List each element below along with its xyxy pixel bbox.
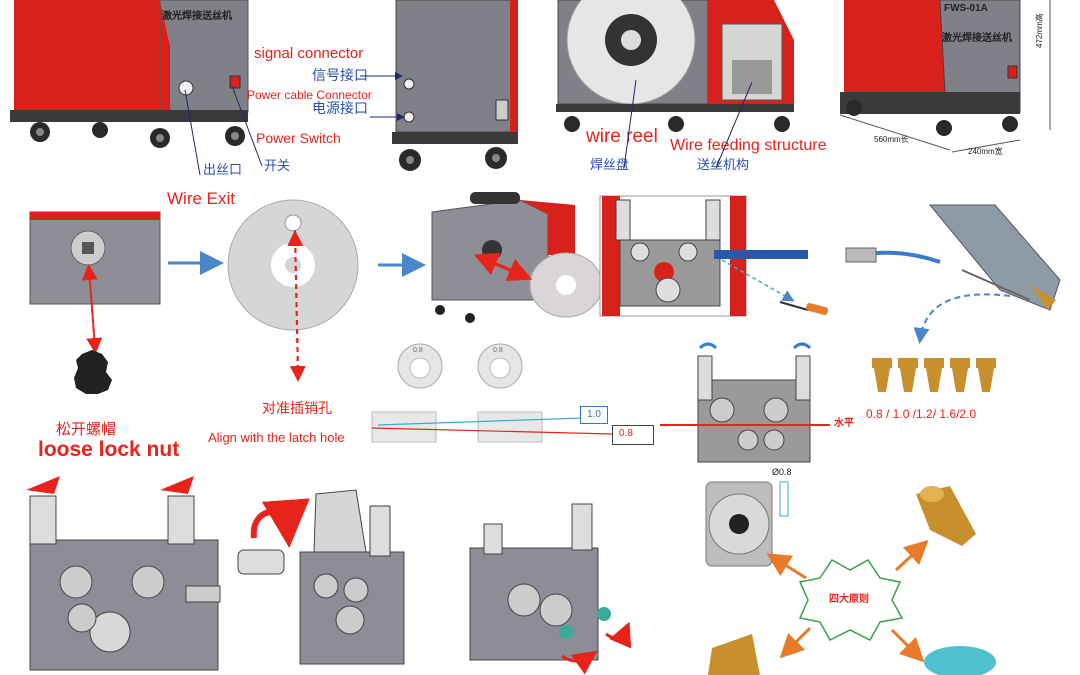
four-principles-star <box>798 559 904 641</box>
roller-left <box>397 343 443 389</box>
label-power-connector-cn: 电源接口 <box>312 100 368 116</box>
reel-shaft-closeup <box>29 211 161 305</box>
roller-mark-right: 0.8 <box>493 347 503 354</box>
machine-reel-mount <box>431 192 603 323</box>
machine-plate-left: 激光焊接送丝机 <box>162 11 232 22</box>
machine-plate-right-cn: 激光焊接送丝机 <box>942 33 1012 44</box>
label-align-cn: 对准插销孔 <box>262 400 332 416</box>
label-wire-reel-cn: 焊丝盘 <box>590 157 630 172</box>
nozzle-large-bottom <box>708 634 760 675</box>
label-wire-feeding-structure: Wire feeding structure <box>670 137 827 154</box>
label-power-switch: Power Switch <box>256 130 341 146</box>
wire-sample <box>779 481 789 517</box>
nozzle-large-top <box>916 486 976 546</box>
dimension-length: 560mm长 <box>874 135 909 144</box>
feed-roller-large <box>924 646 996 675</box>
label-switch-cn: 开关 <box>264 158 291 173</box>
label-loosen-nut-cn: 松开螺帽 <box>56 421 117 438</box>
label-nozzle-sizes: 0.8 / 1.0 /1.2/ 1.6/2.0 <box>866 407 977 421</box>
screwdriver-icon <box>779 301 828 316</box>
feeder-tilted-view <box>237 489 405 665</box>
nozzle-set <box>872 358 996 392</box>
roller-mark-left: 0.8 <box>413 347 423 354</box>
machine-side-view-left <box>10 0 250 160</box>
label-power-cable-connector: Power cable Connector <box>247 88 372 102</box>
roller-side-right <box>477 411 543 443</box>
label-wire-diameter: Ø0.8 <box>772 467 792 477</box>
roller-side-left <box>371 411 437 443</box>
callout-1-0: 1.0 <box>580 406 608 424</box>
machine-back-view <box>392 0 522 176</box>
label-wire-exit: Wire Exit <box>167 189 235 208</box>
dimension-width: 240mm宽 <box>968 147 1003 156</box>
callout-0-8: 0.8 <box>612 425 654 445</box>
welding-gun <box>845 204 1061 311</box>
lock-nut-icon <box>74 350 112 394</box>
label-four-principles: 四大原则 <box>829 594 869 605</box>
feeder-iso-view <box>469 503 632 675</box>
label-wire-outlet-cn: 出丝口 <box>203 162 243 177</box>
feeder-front-view <box>26 476 221 671</box>
roller-right <box>477 343 523 389</box>
reel-disc <box>227 199 359 331</box>
label-signal-connector: signal connector <box>254 45 364 62</box>
machine-plate-right: FWS-01A <box>944 3 988 14</box>
label-wire-feeding-cn: 送丝机构 <box>697 157 750 172</box>
feeder-level-view <box>697 342 812 463</box>
label-horizontal-cn: 水平 <box>834 418 854 429</box>
feeder-closeup <box>599 195 808 317</box>
label-signal-connector-cn: 信号接口 <box>312 67 368 83</box>
machine-open-view <box>556 0 802 140</box>
label-align-latch-hole: Align with the latch hole <box>208 430 345 445</box>
machine-dimension-view <box>839 0 1060 165</box>
wire-spool <box>705 481 773 567</box>
label-loose-lock-nut: loose lock nut <box>38 438 180 461</box>
label-wire-reel: wire reel <box>586 126 658 147</box>
